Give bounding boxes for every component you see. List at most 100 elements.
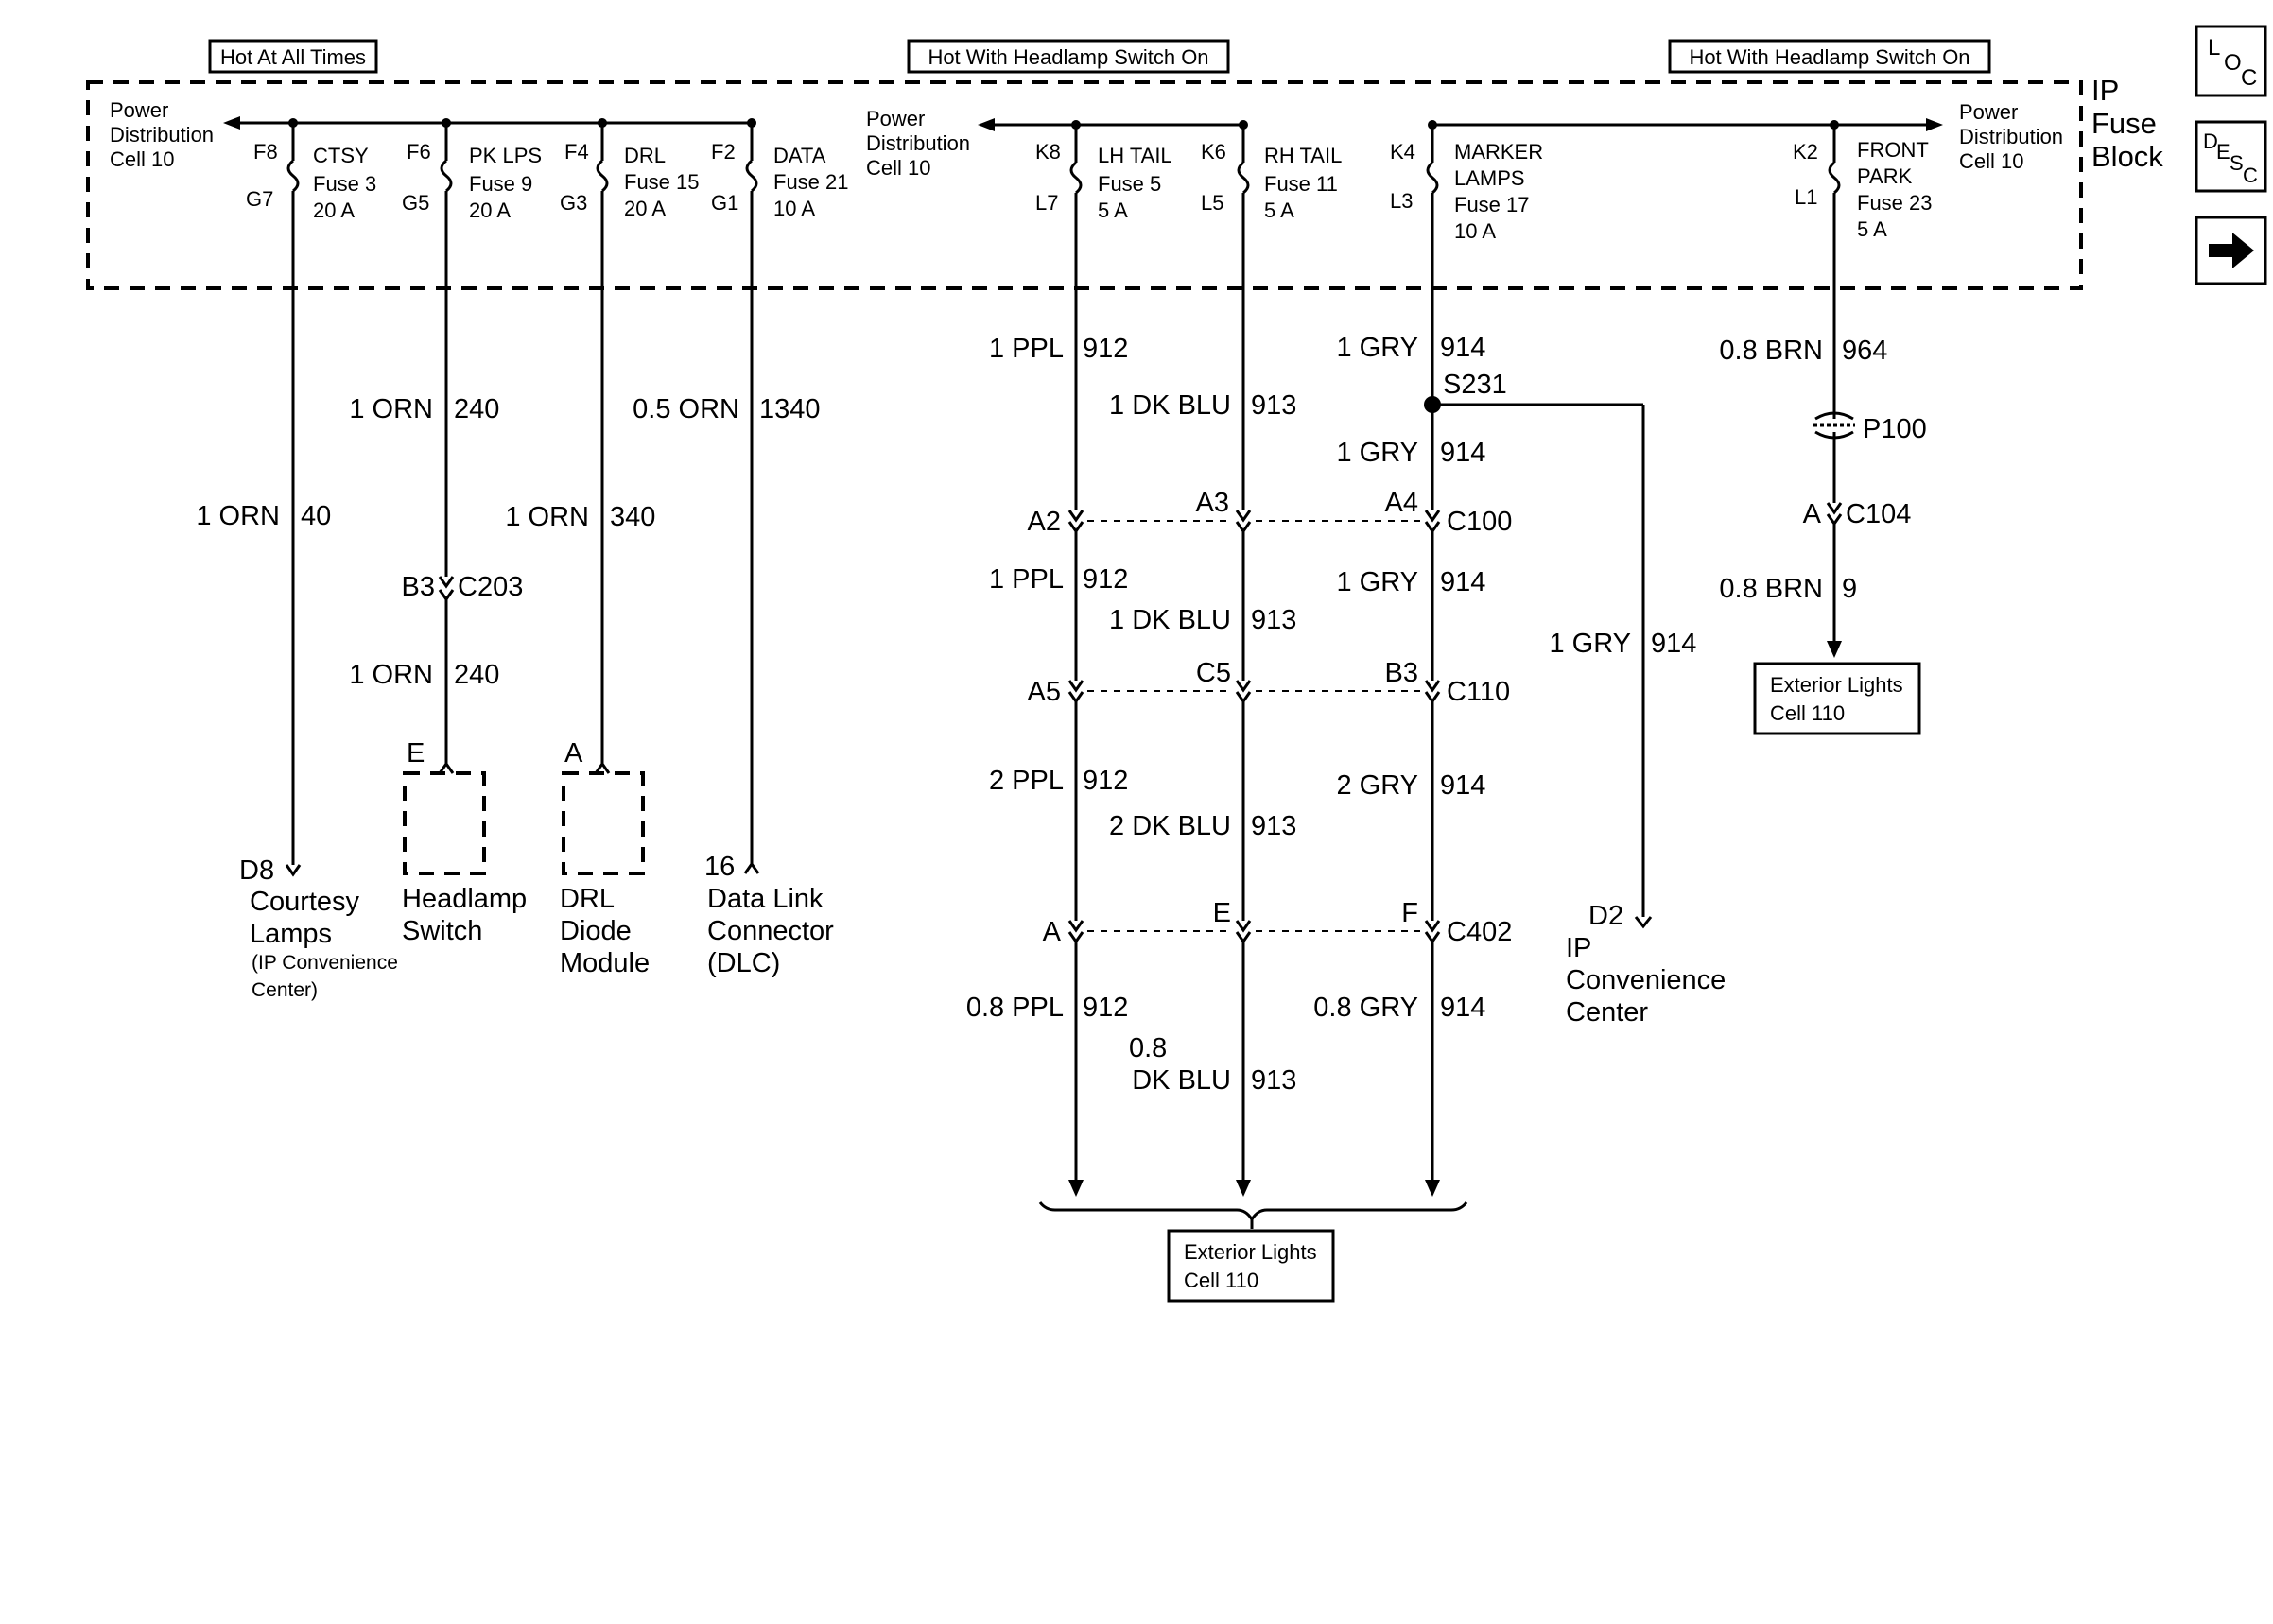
drl-module-line3: Module [560,948,650,978]
s231-label: S231 [1443,370,1507,400]
p100-label: P100 [1863,414,1927,444]
wire-964-circuit: 964 [1842,336,1887,366]
power-dist-mid-1: Power [866,107,925,130]
dlc-line2: Connector [707,916,834,946]
arrow-right-icon [2209,233,2254,268]
circuit-913: 1 DK BLU 913 1 DK BLU 913 2 DK BLU 913 0… [1109,193,1296,1197]
fuse-ctsy-out-pin: G7 [246,187,273,211]
c203-name: C203 [458,572,523,602]
c100-pin-1: A2 [1028,507,1061,537]
wire-913b-gauge: 1 DK BLU [1109,605,1231,635]
wire-913c-circuit: 913 [1251,811,1296,841]
desc-letter-d: D [2203,130,2218,153]
circuit-912: 1 PPL 912 1 PPL 912 2 PPL 912 0.8 PPL 91… [966,193,1128,1197]
fuse-lhtail-amps: 5 A [1098,199,1128,222]
fuse-lhtail: K8 L7 LH TAIL Fuse 5 5 A [1035,120,1172,222]
dlc-pin: 16 [704,852,735,882]
header-hot-headlamp-1-label: Hot With Headlamp Switch On [928,45,1208,69]
exterior-lights-box-right[interactable]: Exterior Lights Cell 110 [1753,662,1921,735]
fuse-block-label-3: Block [2091,140,2163,173]
wire-9-gauge: 0.8 BRN [1719,574,1823,604]
splice-s231: S231 1 GRY 914 [1424,370,1696,929]
bus-left: Power Distribution Cell 10 [110,98,752,171]
fuse-data-name: DATA [773,144,826,167]
header-hot-at-all-times-label: Hot At All Times [220,45,366,69]
fuse-rhtail-out-pin: L5 [1201,191,1223,215]
wire-913d-circuit: 913 [1251,1065,1296,1096]
headlamp-line1: Headlamp [402,884,527,914]
component-drl-module: A DRL Diode Module [560,738,650,978]
fuse-marker-in-pin: K4 [1390,140,1415,164]
desc-letter-c: C [2243,164,2258,187]
fuse-frontpark-name2: PARK [1857,164,1913,188]
wire-914b-gauge: 1 GRY [1336,438,1418,468]
fuse-drl-out-pin: G3 [560,191,587,215]
ip-conv-line2: Convenience [1566,965,1726,995]
fuse-block-outline [86,80,2083,290]
wire-914f-gauge: 1 GRY [1549,629,1631,659]
courtesy-line2: Lamps [250,919,332,949]
component-courtesy-lamps: D8 Courtesy Lamps (IP Convenience Center… [239,855,398,1001]
desc-button[interactable]: D E S C [2195,120,2267,193]
wire-912c-gauge: 2 PPL [989,766,1064,796]
fuse-pklps-amps: 20 A [469,199,511,222]
wire-914c-gauge: 1 GRY [1336,567,1418,597]
power-dist-right-3: Cell 10 [1959,149,2023,173]
wire-964-gauge: 0.8 BRN [1719,336,1823,366]
fuse-ctsy-fuse: Fuse 3 [313,172,376,196]
connector-c110: A5 C5 B3 C110 [1028,658,1511,707]
next-page-button[interactable] [2195,216,2267,285]
headlamp-line2: Switch [402,916,482,946]
power-dist-left-1: Power [110,98,168,122]
wire-240a-circuit: 240 [454,394,499,424]
fuse-block-label-2: Fuse [2091,107,2157,140]
wire-914d-gauge: 2 GRY [1336,770,1418,801]
circuit-340: 1 ORN 340 [505,191,655,774]
c104-name: C104 [1846,499,1911,529]
wire-913d-gauge1: 0.8 [1129,1033,1167,1063]
component-ip-convenience: D2 IP Convenience Center [1566,901,1726,1028]
circuit-914: 1 GRY 914 1 GRY 914 1 GRY 914 2 GRY 914 … [1313,193,1485,1197]
fuse-lhtail-in-pin: K8 [1035,140,1061,164]
ext-lights-bottom-line1: Exterior Lights [1184,1240,1317,1264]
wire-914a-gauge: 1 GRY [1336,333,1418,363]
power-dist-left-2: Distribution [110,123,214,147]
drl-module-pin: A [564,738,583,769]
fuse-rhtail-fuse: Fuse 11 [1264,172,1338,196]
wire-914b-circuit: 914 [1440,438,1485,468]
wire-913b-circuit: 913 [1251,605,1296,635]
fuse-drl-fuse: Fuse 15 [624,170,700,194]
ext-lights-right-line1: Exterior Lights [1770,673,1903,697]
wire-913d-gauge2: DK BLU [1132,1065,1231,1096]
power-dist-right-2: Distribution [1959,125,2063,148]
fuse-data-in-pin: F2 [711,140,736,164]
c110-pin-3: B3 [1385,658,1418,688]
fuse-drl: F4 G3 DRL Fuse 15 20 A [560,118,700,220]
wire-914c-circuit: 914 [1440,567,1485,597]
circuit-240: 1 ORN 240 B3 C203 1 ORN 240 [349,191,523,774]
courtesy-line1: Courtesy [250,887,360,917]
fuse-pklps-out-pin: G5 [402,191,429,215]
fuse-frontpark-in-pin: K2 [1793,140,1818,164]
loc-button[interactable]: L O C [2195,25,2267,97]
fuse-frontpark-amps: 5 A [1857,217,1887,241]
desc-letter-s: S [2230,151,2244,175]
wire-913a-gauge: 1 DK BLU [1109,390,1231,421]
exterior-lights-box-bottom[interactable]: Exterior Lights Cell 110 [1167,1229,1335,1303]
wire-40-gauge: 1 ORN [196,501,280,531]
header-hot-headlamp-2-label: Hot With Headlamp Switch On [1689,45,1969,69]
wire-914e-circuit: 914 [1440,993,1485,1023]
wire-912b-gauge: 1 PPL [989,564,1064,595]
component-dlc: 16 Data Link Connector (DLC) [704,852,834,978]
fuse-marker-name1: MARKER [1454,140,1543,164]
courtesy-pin: D8 [239,855,274,886]
dlc-line3: (DLC) [707,948,780,978]
c110-pin-2: C5 [1196,658,1231,688]
wire-340-circuit: 340 [610,502,655,532]
component-headlamp-switch: E Headlamp Switch [402,738,527,946]
fuse-rhtail-name: RH TAIL [1264,144,1342,167]
power-dist-right-1: Power [1959,100,2018,124]
wire-9-circuit: 9 [1842,574,1857,604]
connector-c402: A E F C402 [1043,898,1513,947]
courtesy-line3: (IP Convenience [252,952,398,974]
